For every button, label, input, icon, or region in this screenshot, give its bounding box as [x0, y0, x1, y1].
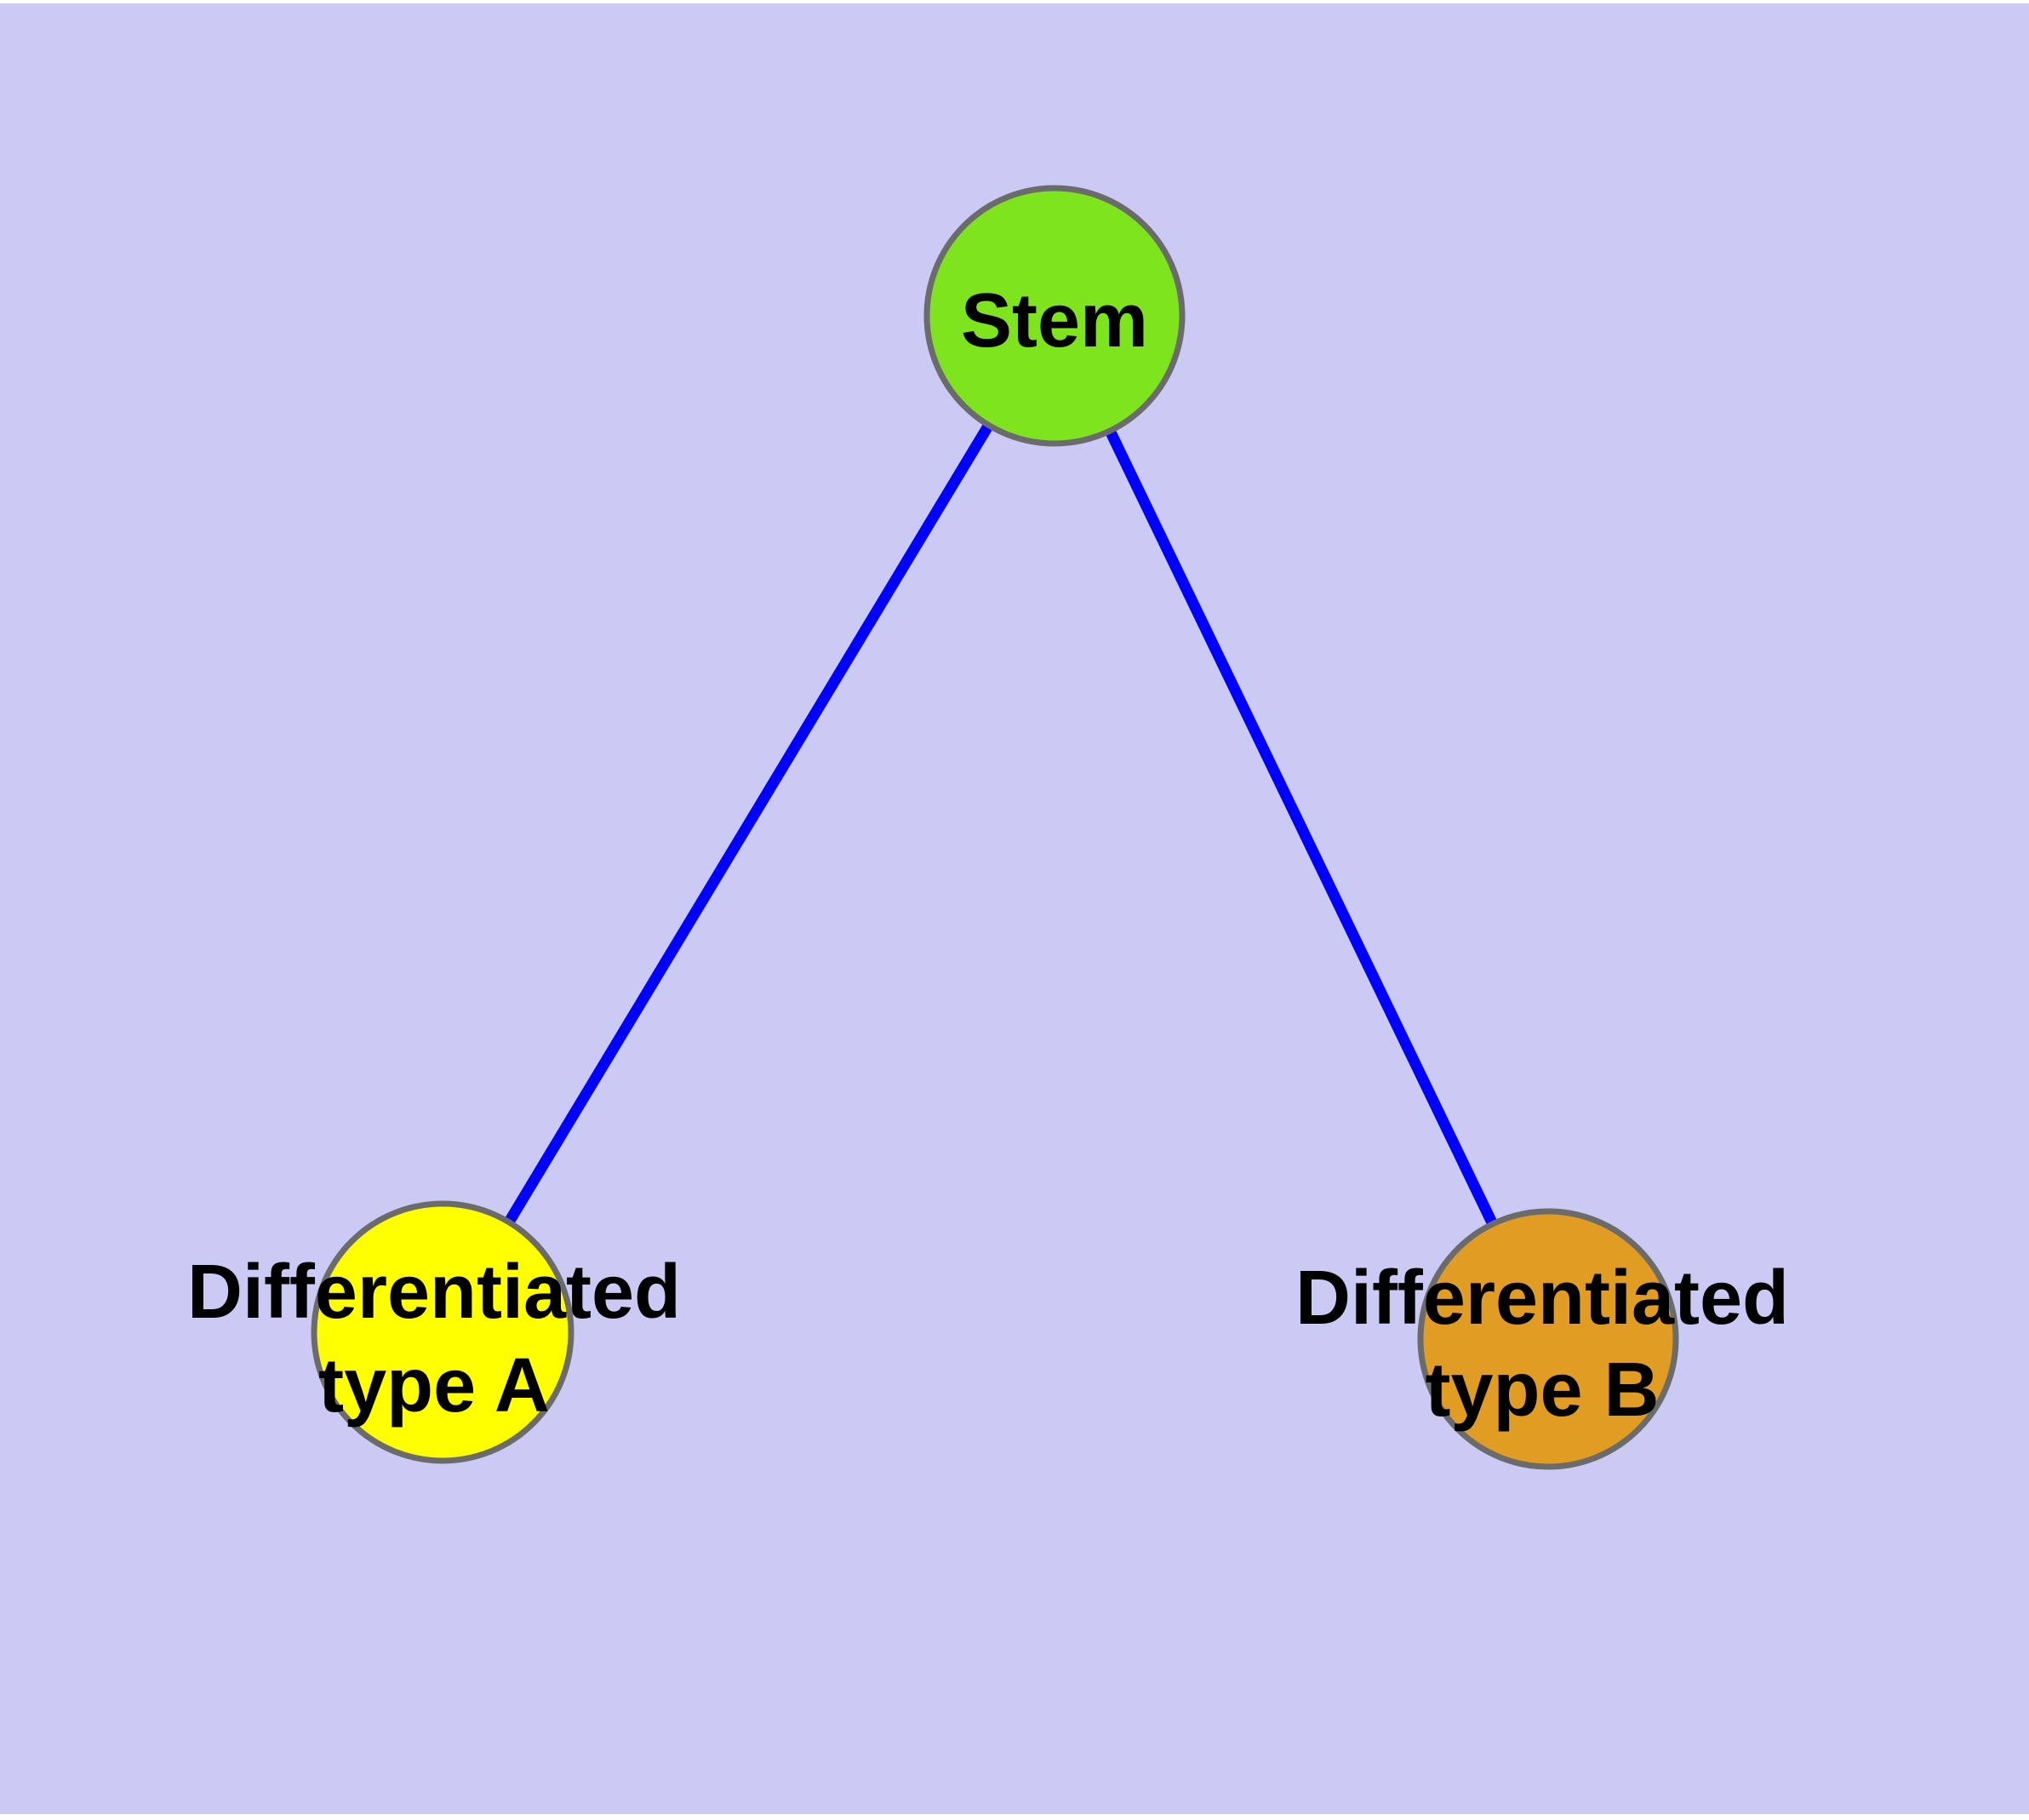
edge-stem-to-type-a	[437, 312, 1060, 1336]
node-type-a-label-line2: type A	[318, 1343, 550, 1428]
node-stem-circle	[923, 185, 1186, 447]
node-type-a-circle	[311, 1200, 574, 1464]
node-stem-label: Stem	[961, 278, 1148, 363]
node-type-a-label-line1: Differentiated	[187, 1250, 681, 1335]
edge-stem-to-type-b	[1049, 313, 1553, 1342]
node-type-b-label-line1: Differentiated	[1295, 1256, 1789, 1341]
node-type-b-circle	[1417, 1208, 1679, 1470]
node-type-b-label-line2: type B	[1425, 1348, 1659, 1433]
